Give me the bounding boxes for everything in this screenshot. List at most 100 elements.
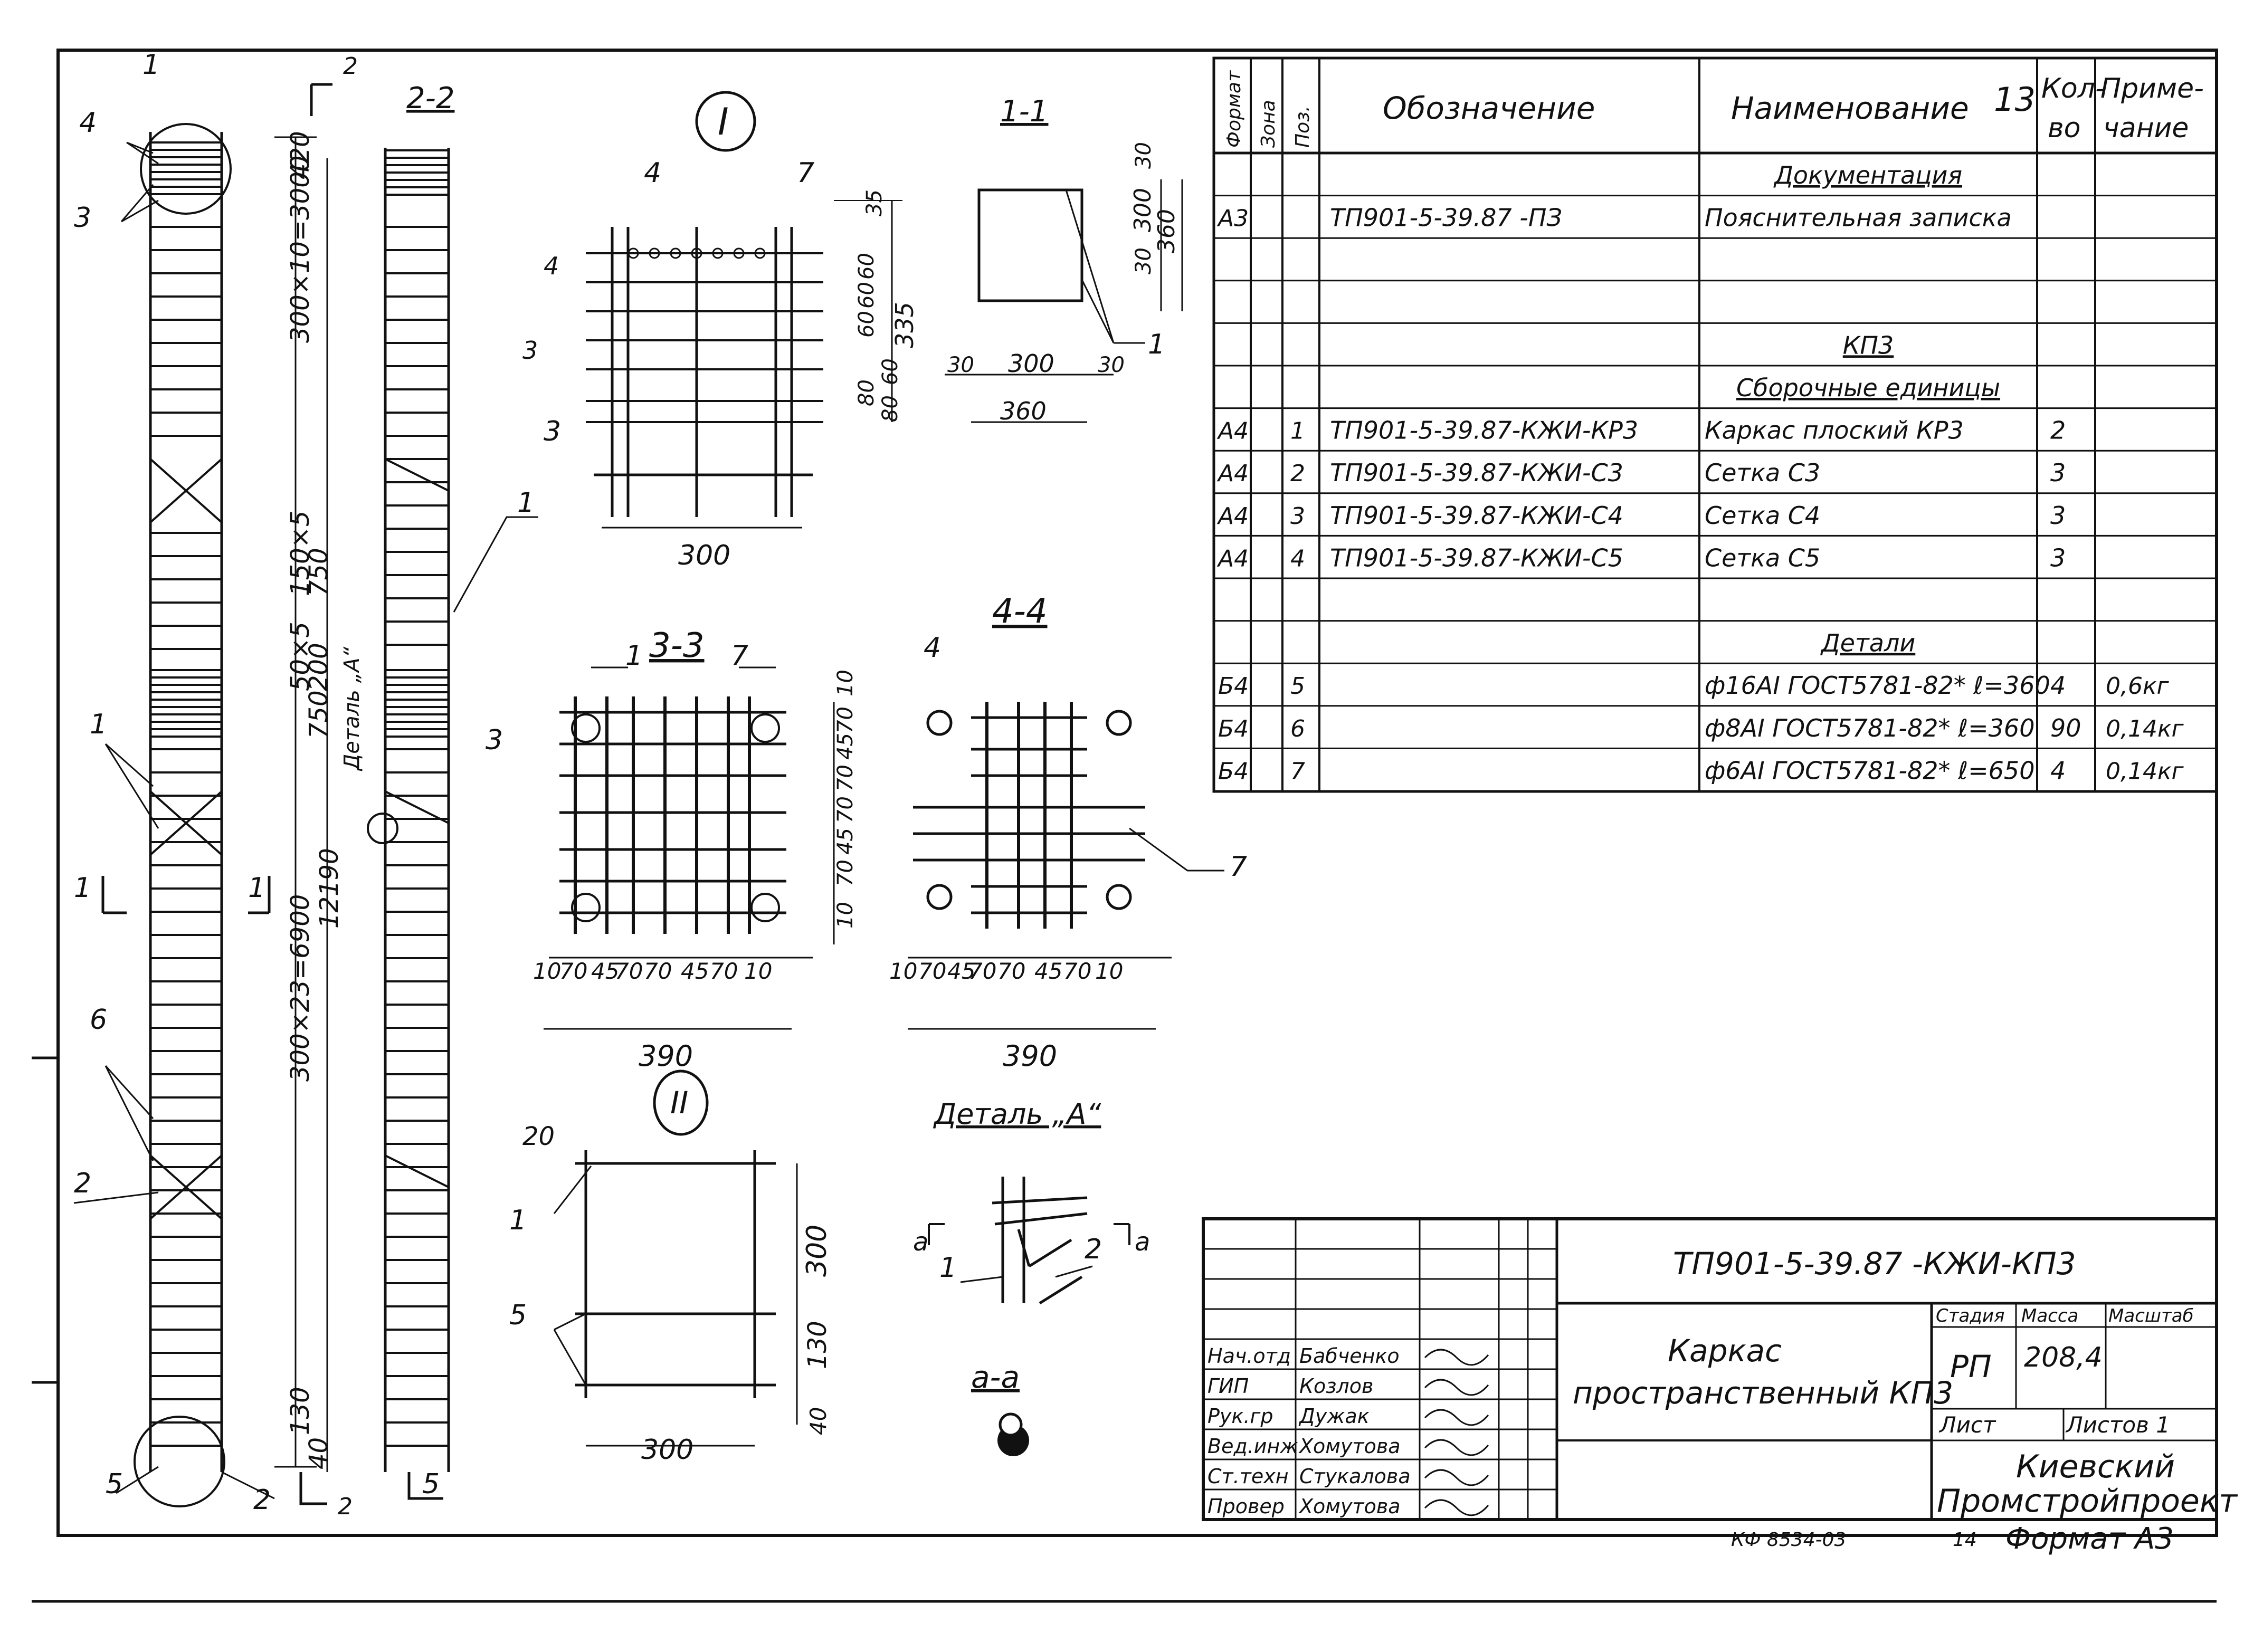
detail-A-cut-left: а xyxy=(913,1227,928,1257)
callout-1: 1 xyxy=(90,709,107,740)
elevation-dimension: 200 xyxy=(304,643,334,691)
staff-role: Ст.техн xyxy=(1207,1465,1289,1488)
spec-cell-format: А4 xyxy=(1216,545,1249,572)
drawing-title-line1: Каркас xyxy=(1668,1333,1782,1369)
elevation-dimension: 420 xyxy=(286,131,315,179)
spec-cell-name: Сетка С3 xyxy=(1705,459,1820,487)
spec-cell-note: 0,14кг xyxy=(2106,758,2184,785)
staff-name: Дужак xyxy=(1298,1405,1370,1428)
elevation-dimension: 300×10=3000 xyxy=(286,156,315,343)
section-4-4-dim: 70 xyxy=(1063,958,1091,984)
view-2-2-callout-5: 5 xyxy=(422,1468,440,1500)
section-3-3-callout-1: 1 xyxy=(625,640,643,672)
section-1-1-callout: 1 xyxy=(1148,329,1165,360)
view-I-dim: 60 xyxy=(854,311,879,338)
spec-cell-name: КП3 xyxy=(1843,331,1894,359)
section-3-3-dim: 70 xyxy=(644,958,672,984)
corner-bar xyxy=(1106,710,1132,736)
rebar-tie-circle xyxy=(999,1412,1023,1437)
section-4-4-dim: 10 xyxy=(889,958,917,984)
spec-cell-designation: ТП901-5-39.87-КЖИ-С3 xyxy=(1330,459,1623,487)
spec-cell-qty: 90 xyxy=(2050,714,2081,742)
rebar-dot xyxy=(691,247,702,259)
view-I-title: I xyxy=(718,100,729,144)
section-3-3-side-dim: 70 xyxy=(833,706,858,733)
corner-bar xyxy=(571,893,601,922)
signature-scribble xyxy=(1424,1499,1489,1516)
spec-cell-format: А4 xyxy=(1216,460,1249,487)
sheet-format: Формат А3 xyxy=(2005,1522,2174,1556)
spec-cell-name: Документация xyxy=(1773,161,1962,189)
col-header-name: Наименование xyxy=(1731,90,1969,126)
spec-cell-qty: 3 xyxy=(2050,543,2066,572)
spec-cell-format: Б4 xyxy=(1218,715,1249,742)
staff-role: Рук.гр xyxy=(1207,1405,1273,1428)
view-I-callout-7: 7 xyxy=(797,157,814,189)
section-1-1-dim: 300 xyxy=(1129,188,1156,232)
view-II-dim-20: 20 xyxy=(522,1122,555,1151)
spec-cell-format: А4 xyxy=(1216,503,1249,530)
callout-5: 5 xyxy=(106,1468,123,1500)
org-name-line2: Промстройпроект xyxy=(1937,1483,2238,1520)
section-3-3-side-dim: 10 xyxy=(833,902,858,929)
callout-4: 4 xyxy=(79,107,97,139)
spec-cell-qty: 3 xyxy=(2050,459,2066,487)
view-I-dim: 60 xyxy=(878,358,902,385)
spec-cell-name: ф16АI ГОСТ5781-82* ℓ=360 xyxy=(1705,671,2050,700)
spec-cell-name: Сборочные единицы xyxy=(1736,374,2000,402)
view-I-dim: 80 xyxy=(854,379,879,406)
section-3-3-callout-7: 7 xyxy=(731,640,748,672)
section-4-4-total: 390 xyxy=(1003,1039,1057,1073)
spec-row: Сборочные единицы xyxy=(1736,374,2000,402)
view-I-callout-4: 4 xyxy=(644,157,661,189)
spec-cell-designation: ТП901-5-39.87-КЖИ-С5 xyxy=(1330,543,1623,572)
section-3-3-dim: 45 xyxy=(591,958,619,984)
col-header-zone: Зона xyxy=(1258,100,1279,148)
page-number: 13 xyxy=(1994,80,2036,119)
section-4-4-callout-7: 7 xyxy=(1230,851,1247,883)
section-mark-1-right: 1 xyxy=(248,872,265,904)
spec-cell-name: Каркас плоский КР3 xyxy=(1705,416,1964,445)
sheet-label: Лист xyxy=(1938,1412,1996,1438)
callout-2-bottom: 2 xyxy=(253,1484,271,1516)
elevation-dimension: 130 xyxy=(286,1387,315,1435)
section-1-1-title: 1-1 xyxy=(1000,94,1048,129)
staff-role: Провер xyxy=(1207,1495,1285,1518)
view-II-title: II xyxy=(670,1085,688,1121)
callout-3: 3 xyxy=(74,202,91,234)
org-name-line1: Киевский xyxy=(2016,1448,2175,1485)
section-1-1-dim: 30 xyxy=(947,353,974,377)
detail-A-marker xyxy=(367,813,398,844)
rebar-dot xyxy=(649,247,660,259)
spec-cell-format: А4 xyxy=(1216,418,1249,445)
staff-name: Козлов xyxy=(1299,1374,1373,1398)
staff-role: ГИП xyxy=(1207,1374,1249,1398)
view-2-2-title: 2-2 xyxy=(406,81,454,116)
section-a-a: а-а xyxy=(971,1359,1029,1456)
spec-cell-pos: 2 xyxy=(1290,460,1305,487)
view-I-dim: 35 xyxy=(862,189,887,216)
view-II-callout-1: 1 xyxy=(509,1205,527,1236)
copy-number: 14 xyxy=(1953,1529,1977,1551)
section-4-4-dim: 70 xyxy=(918,958,946,984)
section-a-a-title: а-а xyxy=(971,1359,1020,1395)
section-3-3-side-dim: 70 xyxy=(833,860,858,886)
view-II-dim-300: 300 xyxy=(801,1225,833,1277)
scale-label: Масштаб xyxy=(2108,1305,2194,1326)
spec-cell-name: ф8АI ГОСТ5781-82* ℓ=360 xyxy=(1705,714,2034,742)
rebar-dot xyxy=(670,247,681,259)
spec-cell-pos: 6 xyxy=(1290,715,1305,742)
signature-scribble xyxy=(1424,1349,1489,1366)
spec-cell-designation: ТП901-5-39.87-КЖИ-С4 xyxy=(1330,501,1623,530)
stage-label: Стадия xyxy=(1936,1305,2004,1326)
spec-row: А4 2 ТП901-5-39.87-КЖИ-С3 Сетка С3 3 xyxy=(1216,459,2066,487)
